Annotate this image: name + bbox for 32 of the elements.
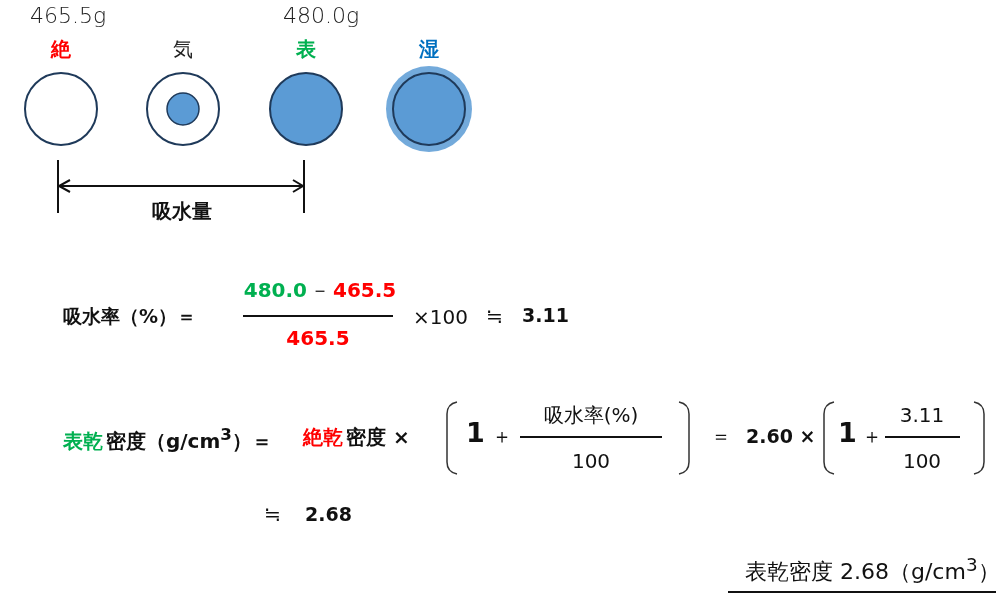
formula-term: 吸水率（%）＝ [63,306,197,327]
formula-term: 2.60 × [746,426,816,447]
numerator-value: 3.11 [899,404,945,426]
equal-sign: ＝ [711,425,731,447]
numerator-text: 吸水率(%) [543,404,639,426]
formula-term: 表乾 [63,429,103,452]
formula-term: 絶乾 [303,426,343,448]
circle-label: 絶 [51,38,71,60]
formula-number: 1 [466,418,485,448]
numerator-value: 465.5 [333,279,397,301]
weight-label: 465.5g [29,4,107,29]
denominator-value: 100 [902,450,942,472]
circle-label: 気 [173,38,193,60]
approx-equal-sign: ≒ [486,305,503,327]
multiplier-text: ×100 [413,306,468,328]
formula-number: 1 [838,418,857,448]
formula-term: 密度 × [346,426,410,448]
denominator-value: 100 [571,450,611,472]
circle-label: 表 [296,38,316,60]
minus-sign: － [310,279,330,301]
plus-sign: ＋ [492,425,512,447]
approx-equal-sign: ≒ [264,503,281,525]
numerator-value: 480.0 [243,279,307,301]
plus-sign: ＋ [862,425,882,447]
result-value: 3.11 [522,305,569,326]
answer-text: 表乾密度 2.68（g/cm$^{3}$） [745,555,1000,585]
formula-term: 密度（g/cm$^{3}$）＝ [106,426,272,452]
dimension-label: 吸水量 [152,200,212,222]
weight-label: 480.0g [282,4,360,29]
circle-label: 湿 [419,38,439,60]
denominator-value: 465.5 [286,327,350,349]
result-value: 2.68 [305,504,352,525]
